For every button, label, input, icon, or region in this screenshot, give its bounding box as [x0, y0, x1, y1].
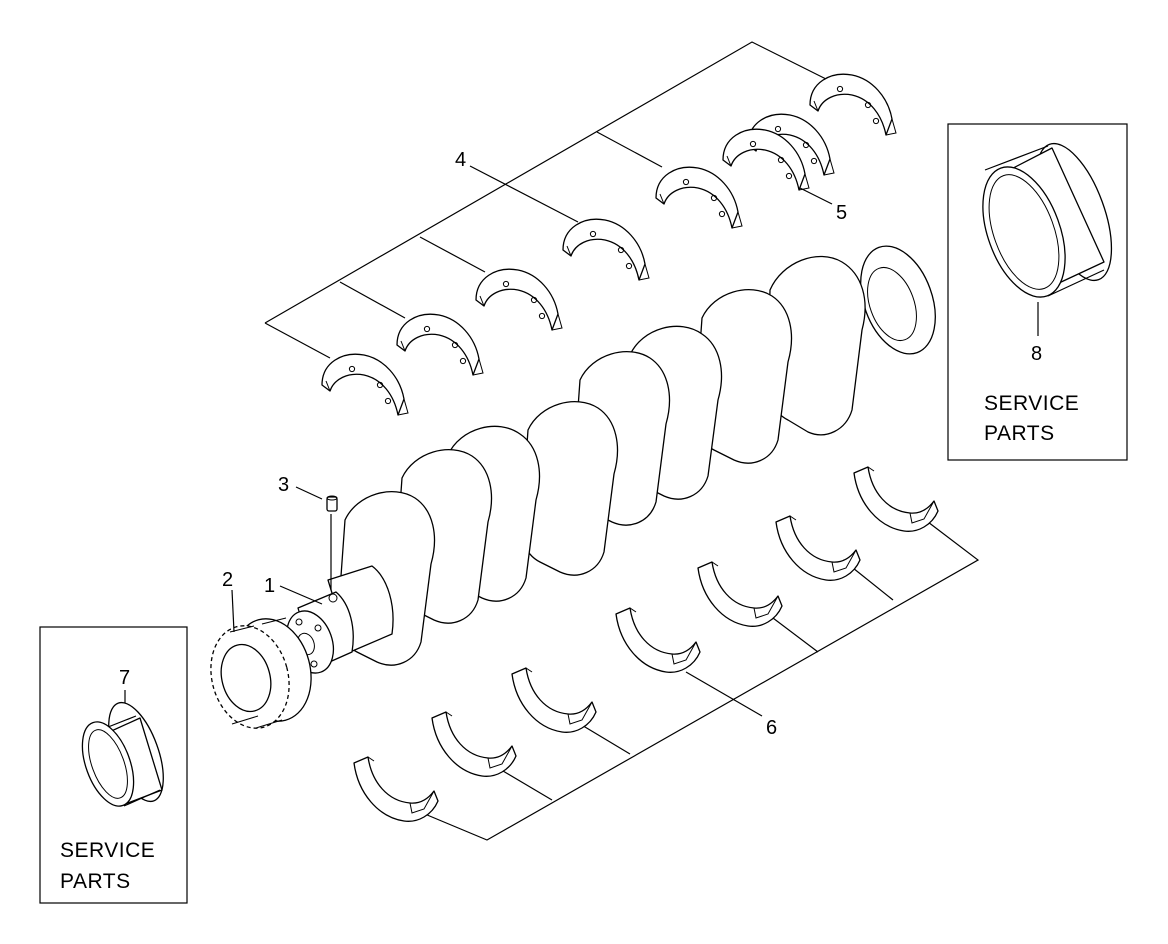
lower-shell-bracket	[419, 521, 980, 841]
callout-4: 4	[455, 149, 466, 171]
dowel-pin	[326, 495, 338, 590]
crankshaft	[285, 245, 936, 674]
service-parts-box-right: 8 SERVICE PARTS	[947, 123, 1128, 461]
callout-1: 1	[264, 575, 275, 597]
service-parts-label-left-1: SERVICE	[60, 839, 155, 862]
callout-8: 8	[1031, 343, 1042, 365]
service-parts-label-right-1: SERVICE	[984, 392, 1079, 415]
callout-leaders	[231, 165, 833, 717]
thrust-bearing-shell	[722, 113, 835, 191]
service-parts-box-left: 7 SERVICE PARTS	[39, 626, 188, 904]
service-sleeve-small	[81, 701, 164, 807]
callout-3: 3	[278, 474, 289, 496]
service-sleeve-large	[982, 142, 1113, 298]
service-parts-label-left-2: PARTS	[60, 870, 131, 893]
callout-6: 6	[766, 717, 777, 739]
callout-2: 2	[222, 569, 233, 591]
crankshaft-gear	[210, 617, 312, 729]
upper-shell-bracket	[264, 41, 829, 359]
callout-5: 5	[836, 202, 847, 224]
service-parts-label-right-2: PARTS	[984, 422, 1055, 445]
callout-7: 7	[119, 667, 130, 689]
